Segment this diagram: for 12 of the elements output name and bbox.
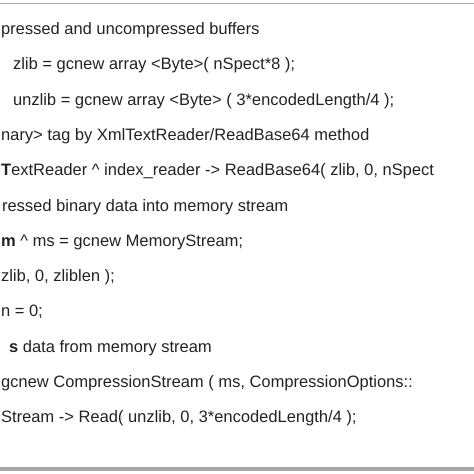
code-line: unzlib = gcnew array <Byte> ( 3*encodedLength/4 ); — [13, 90, 394, 110]
code-line: s data from memory stream — [9, 336, 212, 357]
code-line: zlib = gcnew array <Byte>( nSpect*8 ); — [13, 54, 296, 74]
code-line: Stream -> Read( unzlib, 0, 3*encodedLength/4 ); — [1, 407, 356, 428]
code-line: m ^ ms = gcnew MemoryStream; — [1, 230, 244, 251]
code-line: TextReader ^ index_reader -> ReadBase64( zlib, 0, nSpect — [1, 160, 434, 180]
code-line: nary> tag by XmlTextReader/ReadBase64 method — [1, 124, 370, 145]
code-line: n = 0; — [1, 301, 43, 322]
code-line: gcnew CompressionStream ( ms, CompressionOptions:: — [1, 372, 413, 392]
code-line: ressed binary data into memory stream — [2, 196, 288, 216]
code-line: pressed and uncompressed buffers — [1, 19, 260, 39]
code-line: zlib, 0, zliblen ); — [1, 266, 115, 286]
